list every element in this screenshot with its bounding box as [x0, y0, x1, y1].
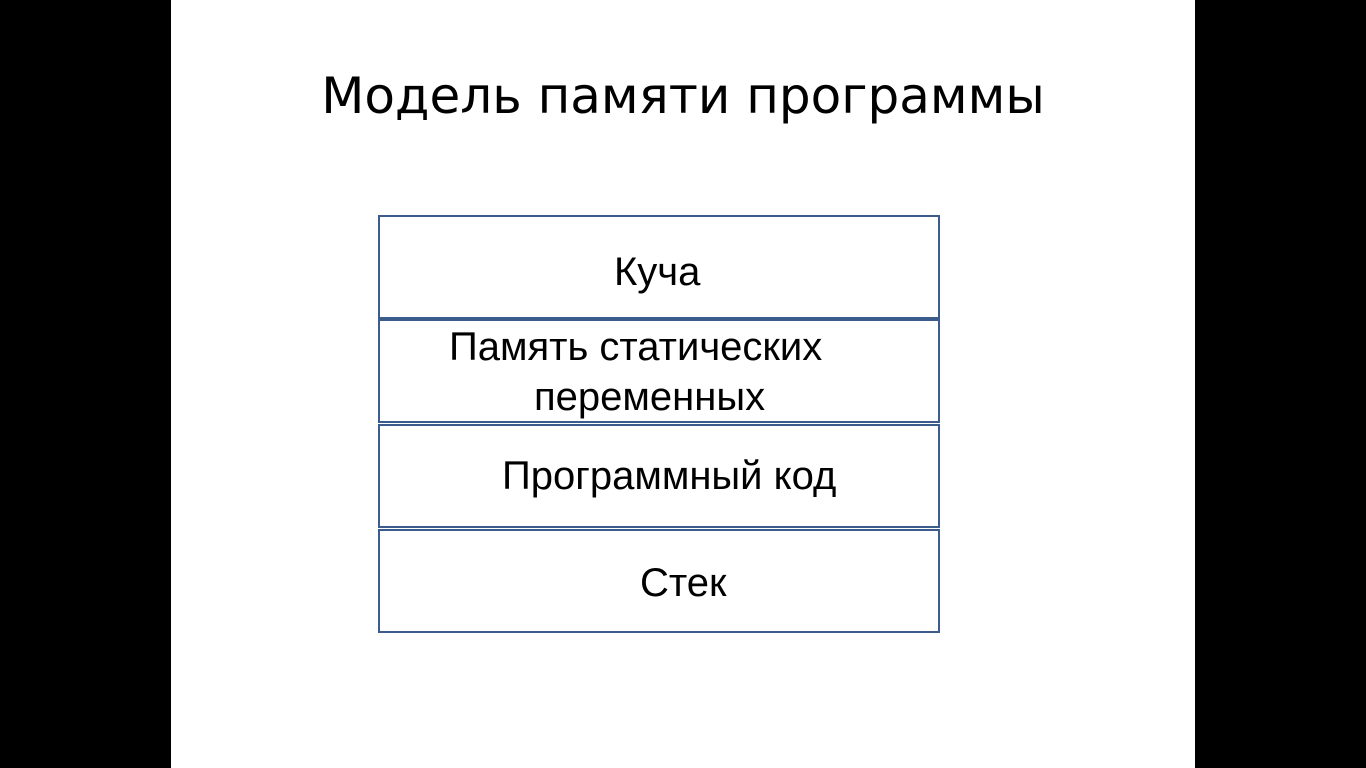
memory-model-diagram: Куча Память статических переменных Прогр… [378, 215, 940, 633]
program-code-segment: Программный код [378, 424, 940, 528]
static-variables-segment: Память статических переменных [378, 319, 940, 423]
static-variables-label-line2: переменных [534, 375, 766, 419]
heap-segment: Куча [378, 215, 940, 319]
stack-segment: Стек [378, 529, 940, 633]
slide: Модель памяти программы Куча Память стат… [171, 0, 1195, 768]
slide-title: Модель памяти программы [321, 67, 1045, 125]
stack-label: Стек [640, 561, 727, 605]
program-code-label: Программный код [502, 454, 837, 498]
static-variables-label-line1: Память статических [449, 325, 823, 369]
heap-label: Куча [614, 250, 701, 294]
